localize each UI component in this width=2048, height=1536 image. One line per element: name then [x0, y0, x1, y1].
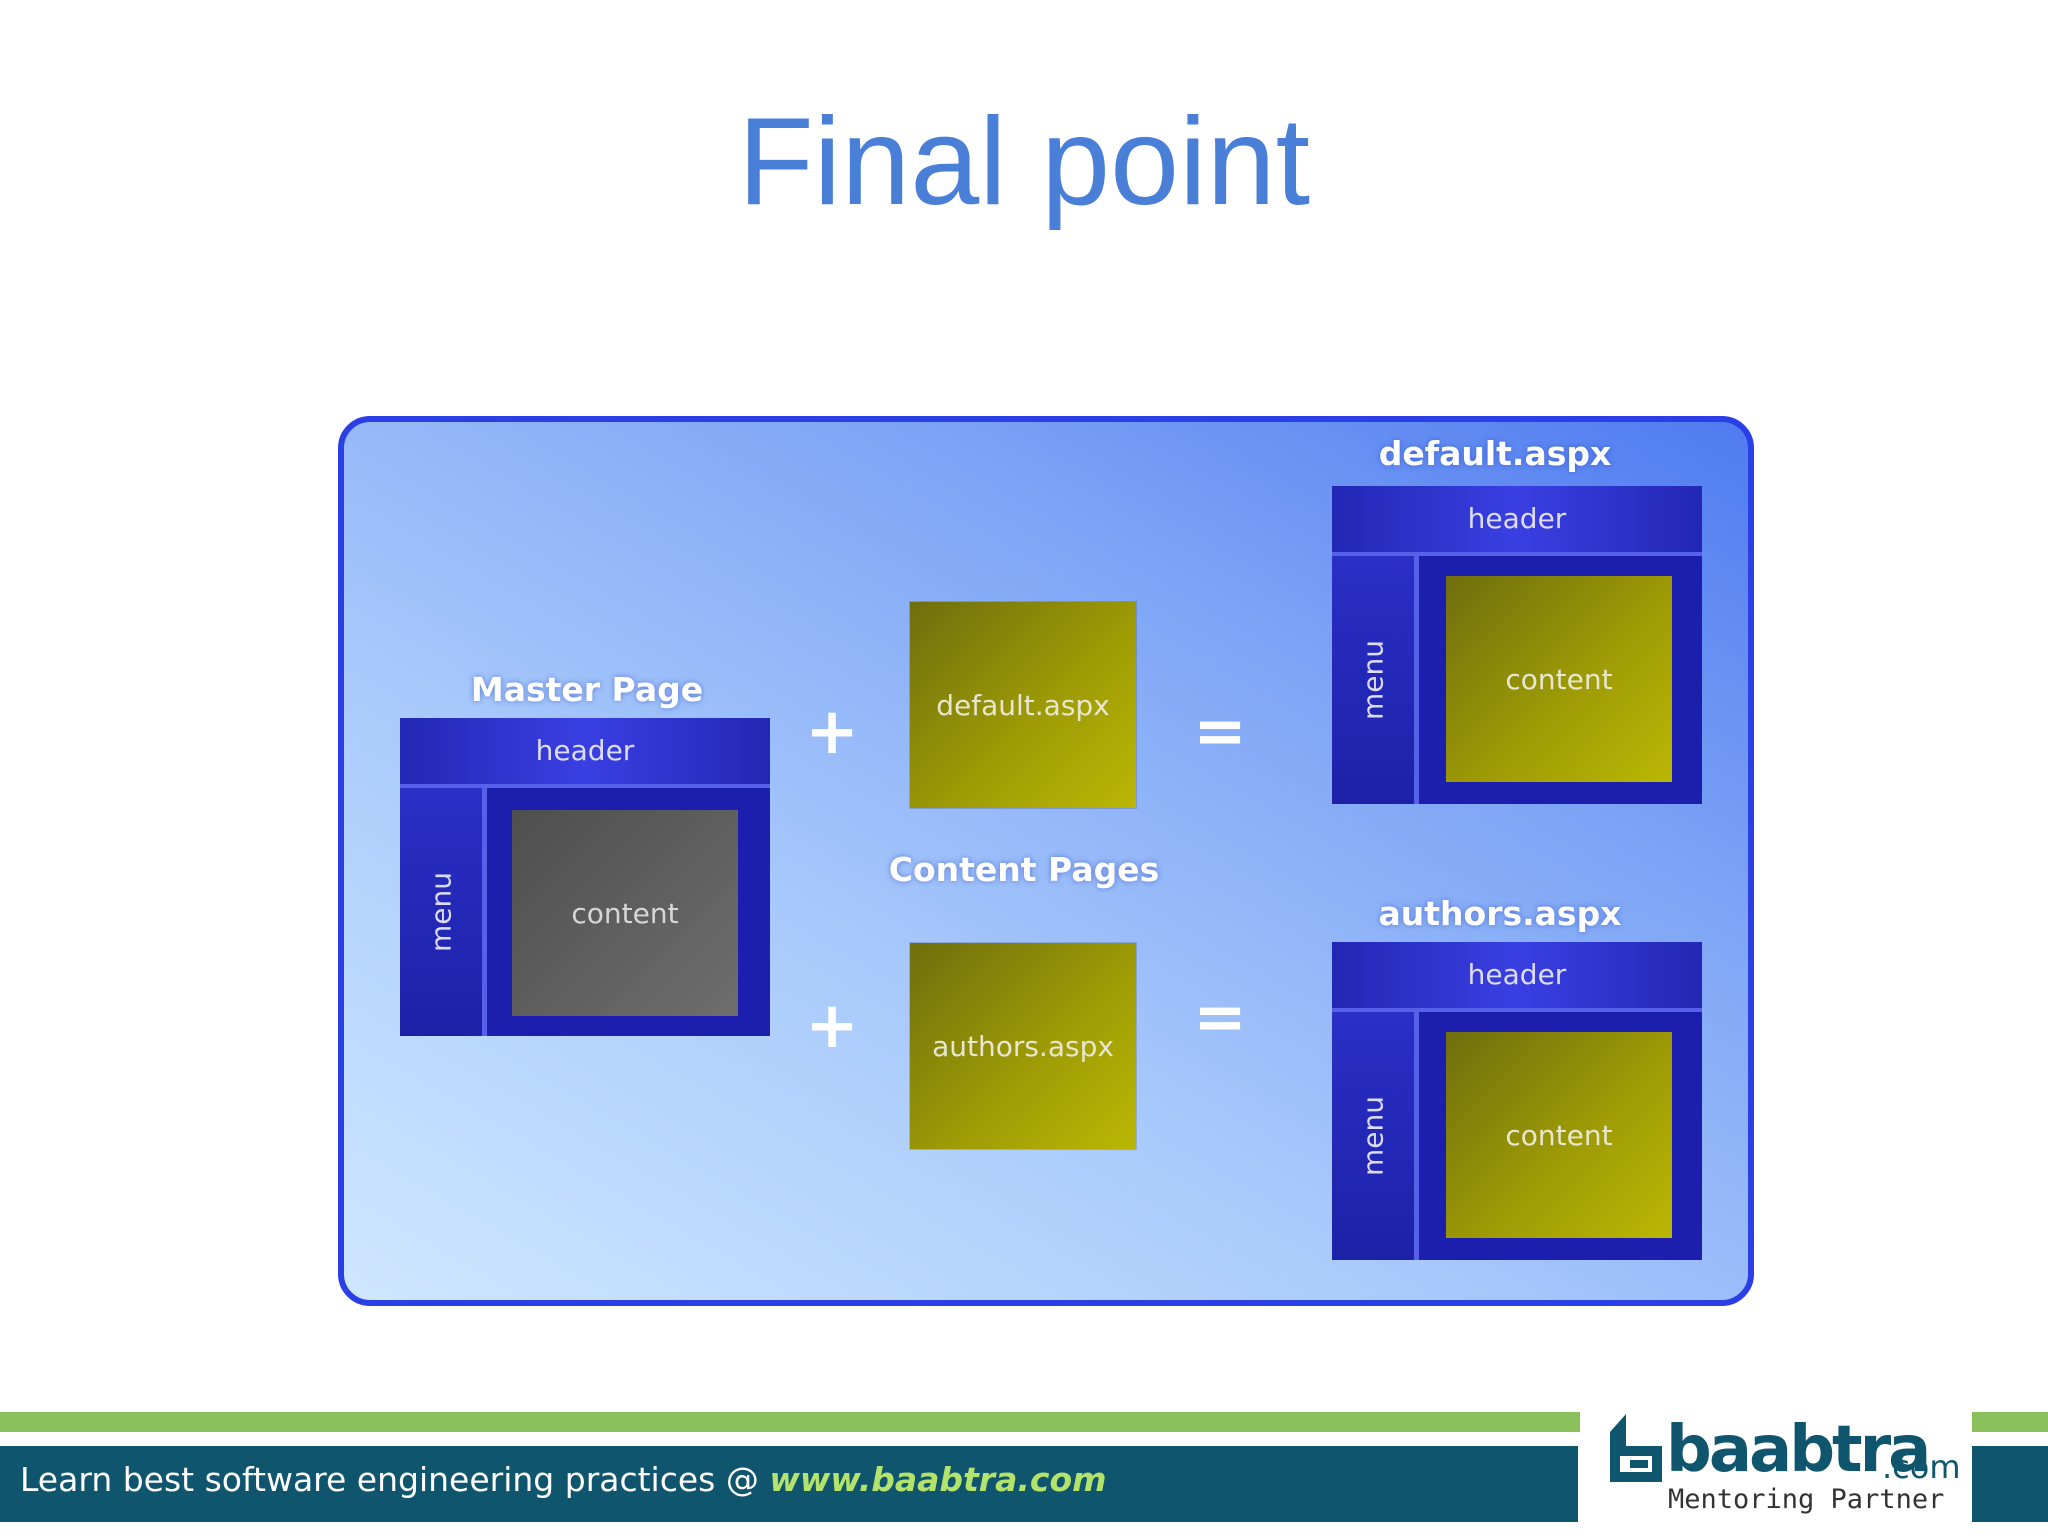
logo-tagline: Mentoring Partner — [1668, 1484, 1945, 1515]
content-page-default: default.aspx — [910, 602, 1136, 808]
result-default-header: header — [1332, 486, 1702, 556]
master-menu-label: menu — [424, 872, 458, 952]
footer-accent-stripe — [0, 1412, 1580, 1432]
result-default-box: header menu content — [1332, 486, 1702, 804]
result-default-menu: menu — [1332, 556, 1419, 804]
result-default-content: content — [1446, 576, 1672, 782]
baabtra-logo: baabtra .com Mentoring Partner — [1596, 1410, 1966, 1524]
result-authors-caption: authors.aspx — [1378, 894, 1622, 933]
equals-sign-bottom: = — [1193, 981, 1247, 1055]
master-page-caption: Master Page — [470, 670, 704, 709]
footer-bar-right — [1972, 1446, 2048, 1522]
logo-domain-suffix: .com — [1882, 1448, 1961, 1486]
result-authors-content: content — [1446, 1032, 1672, 1238]
master-page-diagram: Master Page header menu content + = defa… — [338, 416, 1754, 1306]
result-authors-menu-label: menu — [1356, 1096, 1390, 1176]
result-authors-header: header — [1332, 942, 1702, 1012]
footer-website-link[interactable]: www.baabtra.com — [769, 1460, 1107, 1499]
master-menu: menu — [400, 788, 487, 1036]
baabtra-logo-icon — [1610, 1414, 1662, 1482]
result-authors-box: header menu content — [1332, 942, 1702, 1260]
footer-tagline-text: Learn best software engineering practice… — [20, 1460, 770, 1499]
logo-wordmark: baabtra — [1666, 1413, 1931, 1487]
footer-bar — [0, 1446, 1578, 1522]
slide-title: Final point — [737, 93, 1311, 231]
master-header: header — [400, 718, 770, 788]
result-default-menu-label: menu — [1356, 640, 1390, 720]
equals-sign-top: = — [1193, 695, 1247, 769]
result-authors-menu: menu — [1332, 1012, 1419, 1260]
plus-sign-bottom: + — [805, 989, 859, 1063]
content-page-authors: authors.aspx — [910, 943, 1136, 1149]
content-pages-caption: Content Pages — [888, 850, 1160, 889]
master-page-box: header menu content — [400, 718, 770, 1036]
plus-sign-top: + — [805, 695, 859, 769]
footer-accent-stripe-right — [1972, 1412, 2048, 1432]
footer-tagline: Learn best software engineering practice… — [20, 1460, 1107, 1499]
result-default-caption: default.aspx — [1378, 434, 1612, 473]
master-content: content — [512, 810, 738, 1016]
